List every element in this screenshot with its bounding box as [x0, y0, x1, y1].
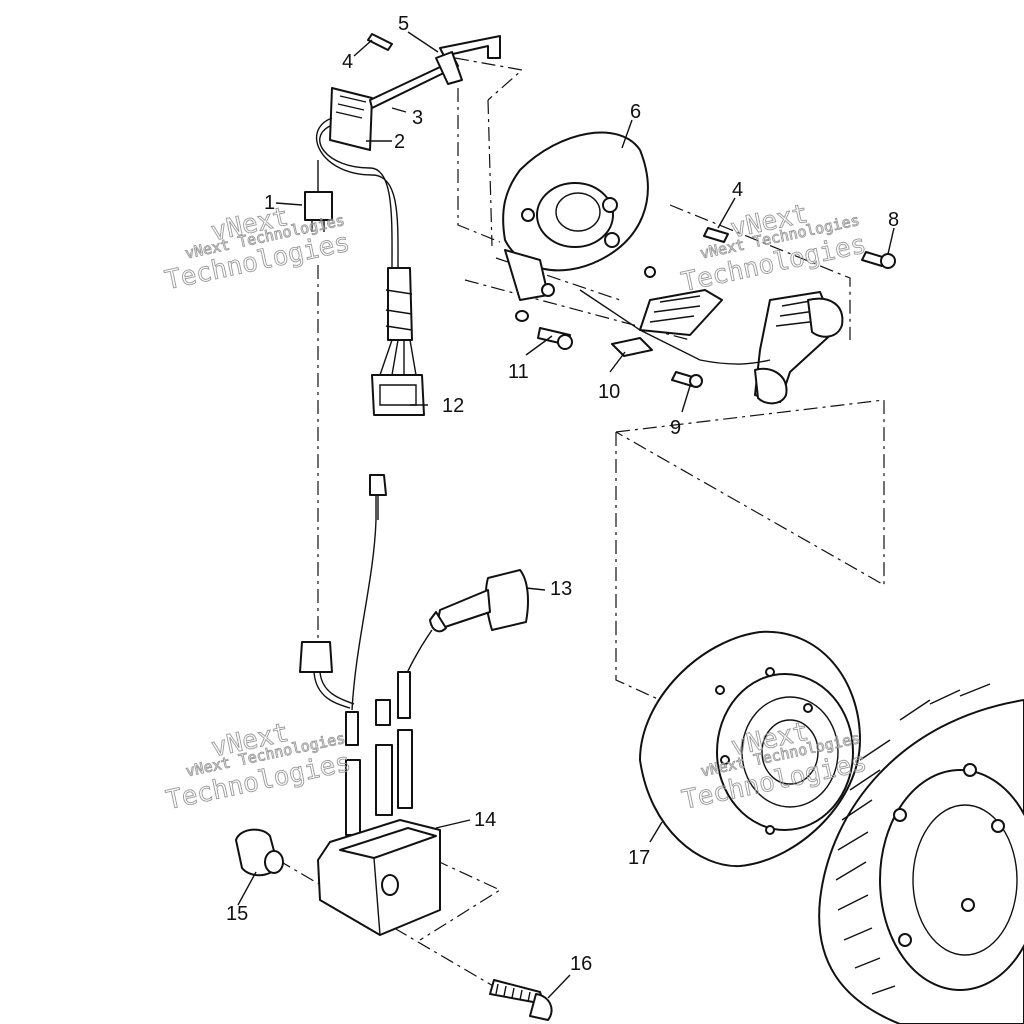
flywheel: [639, 630, 1024, 1024]
callout-16: 16: [570, 953, 592, 975]
callout-5: 5: [398, 13, 409, 35]
callout-leaders: [237, 31, 895, 999]
wiring-harness: [299, 35, 501, 711]
stator-plate: [502, 131, 656, 301]
callout-14: 14: [474, 809, 496, 831]
callout-12: 12: [442, 395, 464, 417]
callout-10: 10: [598, 381, 620, 403]
callout-6: 6: [630, 101, 641, 123]
callout-9: 9: [670, 417, 681, 439]
callout-8: 8: [888, 209, 899, 231]
callout-15: 15: [226, 903, 248, 925]
callout-4: 4: [342, 51, 353, 73]
callout-13: 13: [550, 578, 572, 600]
callout-2: 2: [394, 131, 405, 153]
callout-11: 11: [508, 361, 529, 383]
ignition-coil: [235, 569, 553, 1021]
callout-numbers: 1 2 3 4 5 6 4 8 11 10 9 12 13 14 15 16 1…: [226, 13, 899, 975]
callout-1: 1: [264, 192, 275, 214]
callout-4-stator: 4: [732, 179, 743, 201]
callout-3: 3: [412, 107, 423, 129]
callout-17: 17: [628, 847, 650, 869]
stator-coils: [367, 33, 896, 405]
